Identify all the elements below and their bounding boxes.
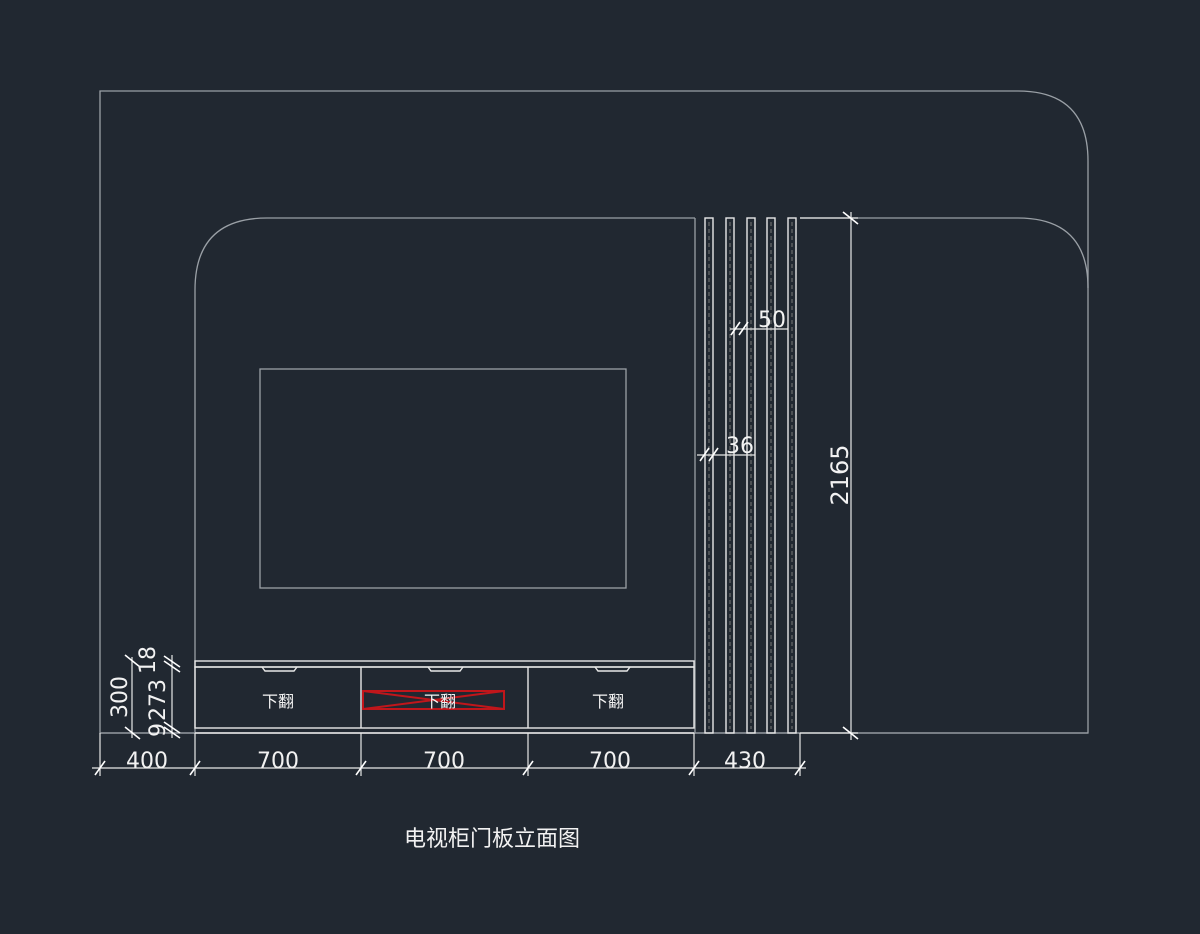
fin-gap-dimension: 50 (730, 308, 788, 336)
cabinet-height-dimensions: 300 18 273 9 (108, 646, 181, 740)
dim-cabinet-base: 9 (146, 723, 171, 737)
door-handle-2 (427, 666, 464, 672)
overall-height-dimension: 2165 (800, 211, 859, 740)
dim-cabinet-height: 300 (108, 676, 133, 718)
tv-cabinet: 下翻 下翻 下翻 (194, 660, 695, 734)
dim-overall-height: 2165 (826, 444, 854, 505)
door-label-1: 下翻 (262, 692, 294, 711)
dim-bottom-3: 700 (423, 749, 465, 774)
fin-2 (725, 217, 735, 734)
drawing-title: 电视柜门板立面图 (404, 827, 580, 852)
fin-1 (704, 217, 714, 734)
dim-fin-width: 36 (726, 434, 754, 459)
bottom-dimension-chain: 400 700 700 700 430 (92, 733, 806, 776)
dim-bottom-5: 430 (724, 749, 766, 774)
highlighted-door-marker (362, 690, 505, 710)
inner-arch-left (194, 217, 695, 733)
door-handle-3 (594, 666, 631, 672)
dim-bottom-1: 400 (126, 749, 168, 774)
dim-fin-gap: 50 (758, 308, 786, 333)
cabinet-top-panel (194, 660, 695, 668)
fin-5 (787, 217, 797, 734)
fin-4 (766, 217, 776, 734)
outer-wall-outline (99, 90, 1089, 734)
door-label-3: 下翻 (592, 692, 624, 711)
dim-bottom-2: 700 (257, 749, 299, 774)
dim-cabinet-door: 273 (146, 679, 171, 721)
door-label-2: 下翻 (424, 692, 456, 711)
vertical-fins (704, 217, 797, 734)
inner-arch-right (800, 217, 1089, 289)
dim-cabinet-top-panel: 18 (136, 646, 161, 674)
tv-screen-outline (259, 368, 627, 589)
fin-3 (746, 217, 756, 734)
cabinet-body (194, 666, 695, 729)
fin-width-dimension: 36 (697, 434, 755, 462)
door-handle-1 (261, 666, 298, 672)
dim-bottom-4: 700 (589, 749, 631, 774)
